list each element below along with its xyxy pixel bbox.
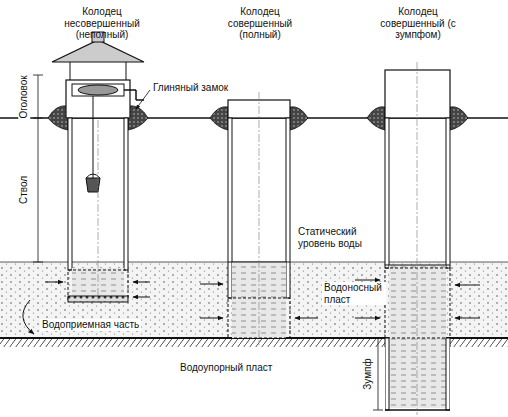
well-title: Колодец несовершенный (неполный)	[52, 6, 152, 41]
incomplete-well	[52, 32, 144, 302]
dimension-label: Зумпф	[362, 356, 374, 391]
flow-arrow	[23, 280, 480, 334]
layer-label: Водоупорный пласт	[180, 362, 272, 374]
well-title: Колодец совершенный (полный)	[208, 6, 312, 41]
dimension-line	[33, 75, 383, 410]
dimension-label: Оголовок	[18, 73, 30, 120]
part-label: Водоприемная часть	[40, 319, 141, 331]
dimension-label: Ствол	[18, 174, 30, 206]
well-title: Колодец совершенный (с зумпфом)	[368, 6, 468, 41]
part-label: Глиняный замок	[153, 82, 228, 94]
complete-well	[228, 92, 290, 345]
part-label: Статический уровень воды	[298, 226, 380, 249]
sump-well	[360, 62, 508, 415]
layer-label: Водоносный пласт	[322, 282, 386, 305]
